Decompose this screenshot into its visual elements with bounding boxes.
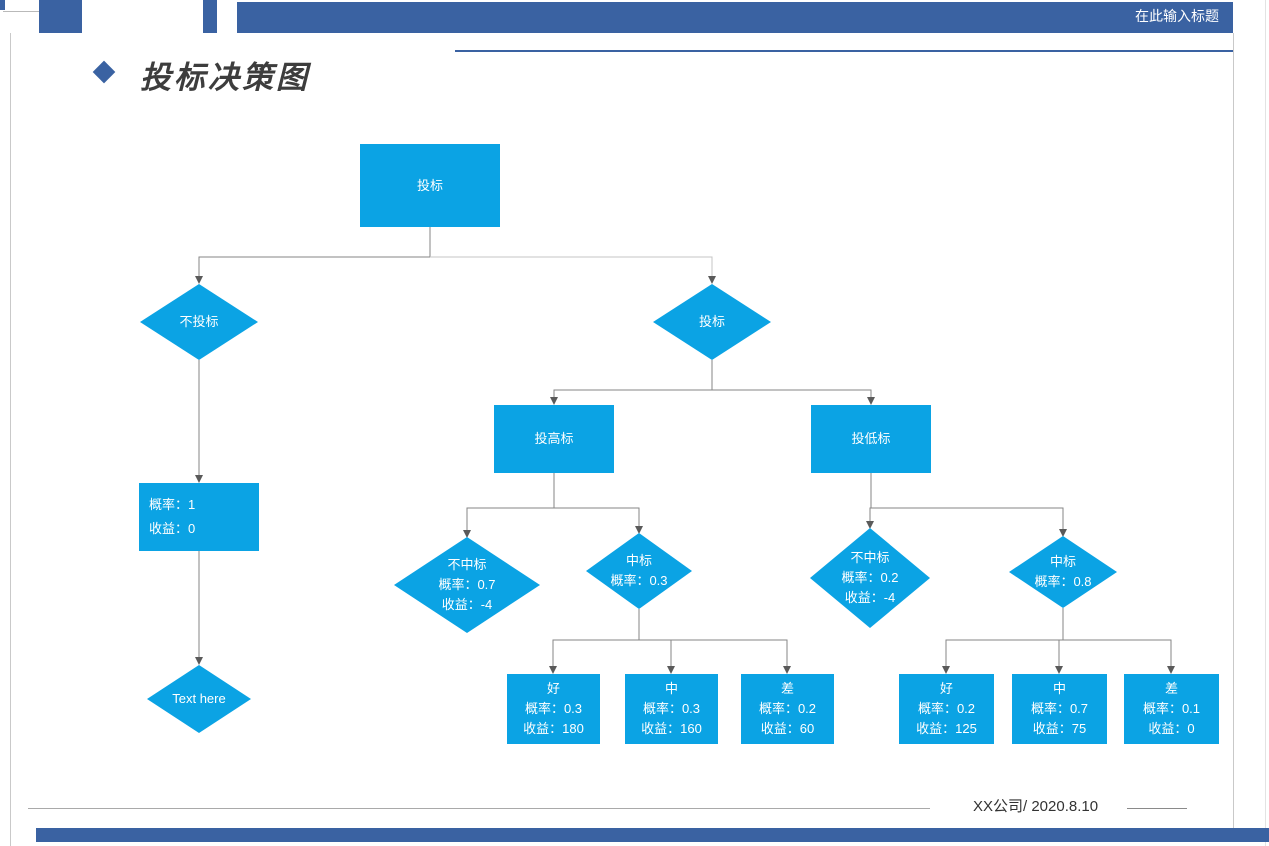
connector-highwin-branch [549, 609, 791, 674]
connector-bid-branch [550, 360, 875, 405]
node-text: 中 概率：0.7 收益：75 [1031, 679, 1088, 739]
node-high-lose-diamond[interactable]: 不中标 概率：0.7 收益：-4 [394, 537, 540, 633]
node-line: 收益：0 [149, 521, 196, 536]
footer-rule-right [1127, 808, 1187, 809]
footer-rule-left [28, 808, 930, 809]
header-accent-strip [203, 0, 217, 33]
node-line: 概率：0.7 [1030, 701, 1089, 716]
node-line: 收益：0 [1148, 721, 1195, 736]
node-text: 中标 概率：0.8 [1034, 552, 1091, 592]
footer-accent-bar [36, 828, 1269, 842]
node-line: 概率：0.1 [1142, 701, 1201, 716]
node-line: 不中标 [850, 550, 890, 565]
node-high-outcome-bad[interactable]: 差 概率：0.2 收益：60 [741, 674, 834, 744]
node-line: 收益：180 [523, 721, 584, 736]
node-label: 投标 [698, 314, 725, 329]
node-text: 中标 概率：0.3 [610, 551, 667, 591]
node-label: 不投标 [179, 314, 219, 329]
node-line: 不中标 [447, 557, 487, 572]
node-low-outcome-good[interactable]: 好 概率：0.2 收益：125 [899, 674, 994, 744]
node-line: 中 [664, 681, 678, 696]
node-low-win-diamond[interactable]: 中标 概率：0.8 [1009, 536, 1117, 608]
corner-accent-bar [0, 0, 5, 10]
connector-bidlow-branch [866, 473, 1067, 537]
node-root-bid[interactable]: 投标 [360, 144, 500, 227]
page-edge-line [3, 11, 39, 12]
node-line: 中 [1052, 681, 1066, 696]
node-line: 概率：0.3 [642, 701, 701, 716]
header-title-placeholder[interactable]: 在此输入标题 [237, 2, 1233, 33]
node-label: Text here [172, 691, 226, 706]
connector-root-branch [195, 227, 716, 284]
node-line: 概率：0.3 [524, 701, 583, 716]
node-low-outcome-mid[interactable]: 中 概率：0.7 收益：75 [1012, 674, 1107, 744]
node-line: 好 [546, 681, 560, 696]
node-bid-high[interactable]: 投高标 [494, 405, 614, 473]
node-text: 不中标 概率：0.7 收益：-4 [438, 555, 495, 615]
node-text: 好 概率：0.3 收益：180 [523, 679, 584, 739]
node-line: 中标 [625, 553, 652, 568]
node-text: 概率：1 收益：0 [149, 493, 195, 541]
slide-title[interactable]: 投标决策图 [140, 60, 310, 96]
node-line: 概率：0.2 [758, 701, 817, 716]
node-line: 概率：0.7 [438, 577, 496, 592]
node-text: 差 概率：0.2 收益：60 [759, 679, 816, 739]
node-line: 收益：75 [1032, 721, 1087, 736]
page-left-border [10, 33, 11, 846]
connector-bidhigh-branch [463, 473, 643, 538]
node-line: 收益：60 [760, 721, 815, 736]
node-line: 差 [1164, 681, 1178, 696]
node-no-bid-diamond[interactable]: 不投标 [140, 284, 258, 360]
node-low-lose-diamond[interactable]: 不中标 概率：0.2 收益：-4 [810, 528, 930, 628]
node-line: 收益：-4 [441, 597, 493, 612]
page-right-border [1233, 33, 1234, 828]
connector-lowwin-branch [942, 608, 1175, 674]
header-accent-square [39, 0, 82, 33]
node-high-outcome-good[interactable]: 好 概率：0.3 收益：180 [507, 674, 600, 744]
node-line: 概率：0.8 [1034, 574, 1092, 589]
node-label: 投高标 [534, 431, 574, 446]
node-label: 投标 [416, 177, 443, 193]
node-high-win-diamond[interactable]: 中标 概率：0.3 [586, 533, 692, 609]
node-low-outcome-bad[interactable]: 差 概率：0.1 收益：0 [1124, 674, 1219, 744]
node-text: 差 概率：0.1 收益：0 [1143, 679, 1200, 739]
node-text: 中 概率：0.3 收益：160 [641, 679, 702, 739]
title-diamond-icon [92, 60, 116, 84]
node-text-here-diamond[interactable]: Text here [147, 665, 251, 733]
node-line: 收益：-4 [844, 590, 896, 605]
node-text: 好 概率：0.2 收益：125 [916, 679, 977, 739]
header-underline [455, 50, 1233, 52]
page-right-edge [1265, 0, 1266, 846]
node-no-bid-outcome[interactable]: 概率：1 收益：0 [139, 483, 259, 551]
node-high-outcome-mid[interactable]: 中 概率：0.3 收益：160 [625, 674, 718, 744]
node-bid-diamond[interactable]: 投标 [653, 284, 771, 360]
node-line: 概率：0.3 [610, 573, 668, 588]
node-bid-low[interactable]: 投低标 [811, 405, 931, 473]
node-line: 概率：0.2 [841, 570, 899, 585]
node-line: 概率：0.2 [917, 701, 976, 716]
footer-company-date[interactable]: XX公司/ 2020.8.10 [973, 798, 1099, 815]
node-label: 投低标 [851, 431, 891, 446]
node-line: 收益：160 [641, 721, 702, 736]
node-line: 概率：1 [149, 497, 196, 512]
node-text: 不中标 概率：0.2 收益：-4 [841, 548, 898, 608]
node-line: 收益：125 [916, 721, 977, 736]
node-line: 好 [939, 681, 953, 696]
node-line: 差 [780, 681, 794, 696]
node-line: 中标 [1049, 554, 1076, 569]
